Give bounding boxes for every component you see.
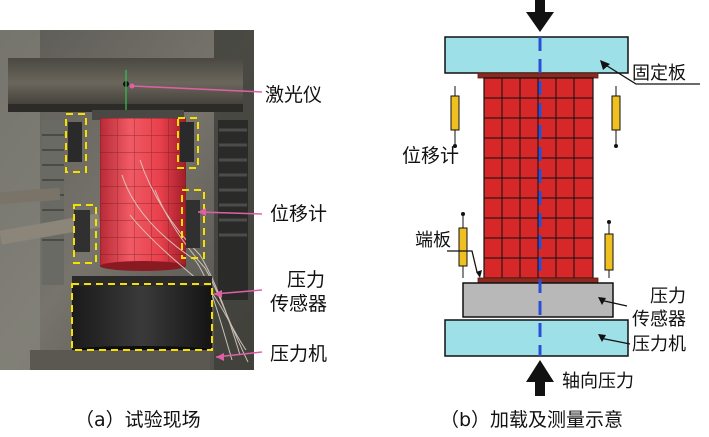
test-photo <box>0 30 254 370</box>
lvdt-left-top-icon <box>450 86 460 148</box>
press-plate <box>444 319 629 357</box>
label-axial-pressure: 轴向压力 <box>562 371 634 392</box>
label-sensor-left-2: 传感器 <box>270 293 327 315</box>
lvdt-right-bottom-icon <box>604 220 614 278</box>
right-callouts <box>447 63 700 345</box>
top-load-arrow-icon <box>526 0 554 32</box>
label-lvdt-right: 位移计 <box>402 145 459 167</box>
label-sensor-left-1: 压力 <box>287 269 325 291</box>
label-sensor-right-2: 传感器 <box>632 309 686 330</box>
lvdt-right-top-icon <box>611 86 621 148</box>
pressure-sensor <box>462 282 614 318</box>
loading-schematic <box>444 0 629 396</box>
label-sensor-right-1: 压力 <box>650 286 686 307</box>
label-fixed-plate: 固定板 <box>632 63 686 84</box>
label-press-right: 压力机 <box>632 334 686 355</box>
fixed-plate <box>444 36 629 74</box>
photo-highlight-boxes <box>65 113 213 351</box>
label-press-left: 压力机 <box>270 343 327 365</box>
bottom-load-arrow-icon <box>526 360 554 396</box>
label-lvdt-left: 位移计 <box>270 203 327 225</box>
lvdt-left-bottom-icon <box>458 212 468 278</box>
caption-right: （b）加载及测量示意 <box>440 409 623 431</box>
label-laser: 激光仪 <box>265 84 322 106</box>
left-callouts <box>129 83 263 361</box>
caption-left: （a）试验现场 <box>75 409 201 431</box>
label-end-plate: 端板 <box>415 230 451 251</box>
